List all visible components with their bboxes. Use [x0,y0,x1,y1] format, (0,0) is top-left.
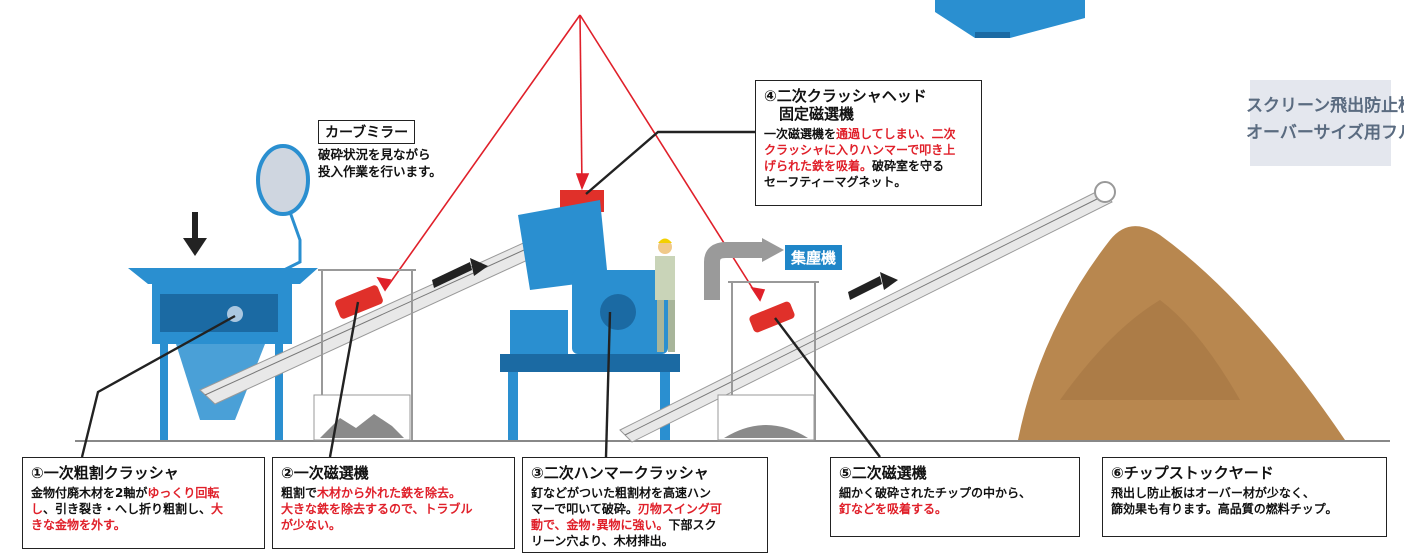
box-text-line: げられた鉄を吸着。破砕室を守る [764,158,973,174]
plain-text: セーフティーマグネット。 [764,175,907,189]
highlight-text: 動で、金物･異物に強い。 [531,518,669,532]
curve-mirror [256,144,310,274]
plain-text: 破砕室を守る [872,159,945,173]
highlight-text: きな金物を外す。 [31,518,126,532]
secondary-conveyor [619,181,1116,443]
highlight-text: 木材から外れた鉄を除去。 [317,486,462,500]
box-hammer-crusher: ③二次ハンマークラッシャ 釘などがついた粗割材を高速ハンマーで叩いて破砕。刃物ス… [522,457,768,553]
box-text-line: 細かく破砕されたチップの中から、 [839,485,1071,501]
highlight-text: 刃物スイング可 [637,502,722,516]
top-machine-corner [935,0,1085,38]
highlight-text: 通過してしまい、二次 [836,127,956,141]
mirror-line-2: 投入作業を行います。 [318,164,442,179]
primary-magnet [335,285,383,319]
box-text-line: マーで叩いて破砕。刃物スイング可 [531,501,759,517]
box-text-line: きな金物を外す。 [31,517,256,533]
plain-text: 釘などがついた粗割材を高速ハン [531,486,712,500]
conveyor-arrows [432,258,898,300]
box-head-magnet: ④二次クラッシャヘッド 固定磁選機 一次磁選機を通過してしまい、二次クラッシャに… [755,80,982,206]
chip-pile [1018,226,1345,440]
box-text: 金物付廃木材を2軸がゆっくり回転し、引き裂き・へし折り粗割し、大きな金物を外す。 [31,485,256,533]
box-text: 飛出し防止板はオーバー材が少なく、篩効果も有ります。高品質の燃料チップ。 [1111,485,1378,517]
box-text: 粗割で木材から外れた鉄を除去。大きな鉄を除去するので、トラブルが少ない。 [281,485,506,533]
plain-text: マーで叩いて破砕。 [531,502,638,516]
note-line-1: スクリーン飛出防止板で [1246,96,1404,116]
box-title: ①一次粗割クラッシャ [31,464,179,482]
box-text-line: 釘などがついた粗割材を高速ハン [531,485,759,501]
plain-text: 金物付廃木材を2軸が [31,486,148,500]
mirror-line-1: 破砕状況を見ながら [318,147,431,162]
highlight-text: が少ない。 [281,518,342,532]
box-title: ③二次ハンマークラッシャ [531,464,709,482]
box-primary-crusher: ①一次粗割クラッシャ 金物付廃木材を2軸がゆっくり回転し、引き裂き・へし折り粗割… [22,457,265,549]
box-text-line: 篩効果も有ります。高品質の燃料チップ。 [1111,501,1378,517]
highlight-text: クラッシャに入りハンマーで叩き上 [764,143,956,157]
highlight-text: し [31,502,44,516]
plain-text: 飛出し防止板はオーバー材が少なく、 [1111,486,1315,500]
input-arrow [183,212,207,256]
box-primary-magnet: ②一次磁選機 粗割で木材から外れた鉄を除去。大きな鉄を除去するので、トラブルが少… [272,457,515,549]
box-text: 釘などがついた粗割材を高速ハンマーで叩いて破砕。刃物スイング可動で、金物･異物に… [531,485,759,549]
operator-figure [655,238,675,352]
plain-text: 細かく破砕されたチップの中から、 [839,486,1032,500]
plain-text: 粗割で [281,486,318,500]
box-title: ⑥チップストックヤード [1111,464,1274,482]
plain-text: 、引き裂き・へし折り粗割し、 [43,502,212,516]
highlight-text: 大 [211,502,224,516]
dust-collector-label: 集塵機 [785,245,843,270]
box-title: ②一次磁選機 [281,464,369,482]
box-text-line: 飛出し防止板はオーバー材が少なく、 [1111,485,1378,501]
box-text-line: クラッシャに入りハンマーで叩き上 [764,142,973,158]
box-text-line: 一次磁選機を通過してしまい、二次 [764,126,973,142]
box-title: ⑤二次磁選機 [839,464,927,482]
secondary-magnet [749,301,795,333]
plain-text: 篩効果も有ります。高品質の燃料チップ。 [1111,502,1338,516]
highlight-text: 大きな鉄を除去するので、トラブル [281,502,473,516]
highlight-text: ゆっくり回転 [147,486,220,500]
hammer-crusher [500,190,680,440]
screen-note-panel [1250,80,1391,166]
box-text-line: 動で、金物･異物に強い。下部スク [531,517,759,533]
leader-lines [80,130,881,458]
highlight-text: げられた鉄を吸着。 [764,159,873,173]
note-line-2: オーバーサイズ用フルイ不要 [1246,123,1404,143]
box-text: 細かく破砕されたチップの中から、釘などを吸着する。 [839,485,1071,517]
dust-duct [704,238,784,300]
box-text-line: 釘などを吸着する。 [839,501,1071,517]
box-text: 一次磁選機を通過してしまい、二次クラッシャに入りハンマーで叩き上げられた鉄を吸着… [764,126,973,190]
plain-text: 一次磁選機を [764,127,837,141]
box-text-line: 金物付廃木材を2軸がゆっくり回転 [31,485,256,501]
box-text-line: が少ない。 [281,517,506,533]
box-title: ④二次クラッシャヘッド 固定磁選機 [764,87,927,123]
plain-text: リーン穴より、木材排出。 [531,534,674,548]
box-text-line: 粗割で木材から外れた鉄を除去。 [281,485,506,501]
scrap-bin-1 [313,394,411,441]
mirror-description: 破砕状況を見ながら 投入作業を行います。 [318,146,442,180]
plain-text: 下部スク [668,518,717,532]
scrap-bin-2 [717,394,815,441]
box-text-line: 大きな鉄を除去するので、トラブル [281,501,506,517]
highlight-text: 釘などを吸着する。 [839,502,948,516]
box-text-line: リーン穴より、木材排出。 [531,533,759,549]
box-text-line: し、引き裂き・へし折り粗割し、大 [31,501,256,517]
box-text-line: セーフティーマグネット。 [764,174,973,190]
box-chip-yard: ⑥チップストックヤード 飛出し防止板はオーバー材が少なく、篩効果も有ります。高品… [1102,457,1387,537]
mirror-label: カーブミラー [318,120,416,144]
box-secondary-magnet: ⑤二次磁選機 細かく破砕されたチップの中から、釘などを吸着する。 [830,457,1080,537]
pointer-lines [376,14,766,302]
